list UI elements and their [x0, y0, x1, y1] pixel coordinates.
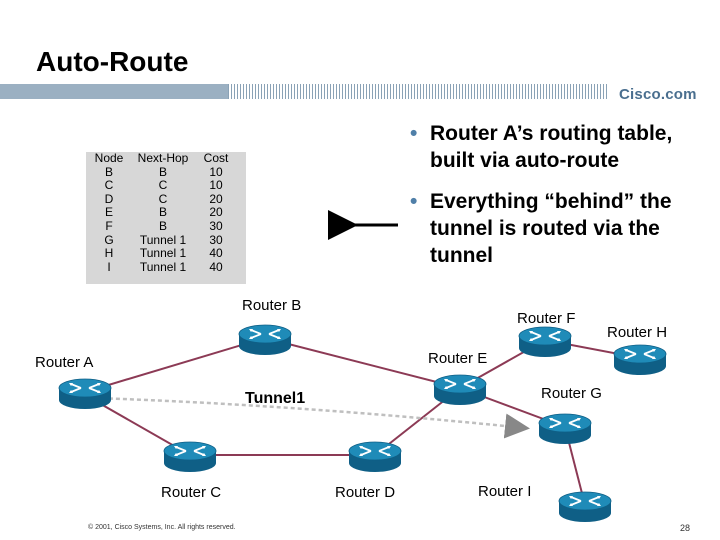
bullet-item: • Router A’s routing table, built via au…	[410, 120, 710, 174]
router-c-icon[interactable]	[163, 441, 217, 473]
tunnel-label: Tunnel1	[245, 390, 306, 407]
link-b-e	[264, 337, 461, 389]
router-g-icon[interactable]	[538, 413, 592, 445]
routing-table-header: Node	[94, 151, 124, 165]
table-cell: F	[105, 218, 113, 233]
table-cell: Tunnel 1	[139, 246, 187, 261]
table-cell: E	[104, 205, 113, 220]
page-number: 28	[680, 523, 691, 533]
table-cell: C	[158, 178, 168, 193]
table-cell: B	[104, 164, 113, 179]
router-h-label: Router H	[607, 324, 668, 341]
table-cell: 10	[209, 178, 223, 193]
bullet-text: Everything “behind” the tunnel is routed…	[430, 190, 672, 267]
router-e-label: Router E	[428, 350, 488, 367]
bullet-list: • Router A’s routing table, built via au…	[410, 120, 710, 269]
title-band-pattern	[228, 84, 608, 99]
table-cell: 10	[209, 164, 223, 179]
table-cell: 40	[209, 259, 223, 274]
cisco-logo: Cisco.com	[619, 86, 697, 103]
tunnel-path	[94, 396, 530, 439]
table-cell: I	[107, 259, 111, 274]
table-cell: 30	[209, 218, 223, 233]
router-a-icon[interactable]	[58, 378, 112, 410]
bullet-dot-icon: •	[410, 122, 418, 145]
table-cell: Tunnel 1	[139, 232, 187, 247]
router-h-icon[interactable]	[613, 344, 667, 376]
router-f-label: Router F	[517, 310, 576, 327]
copyright-footer: © 2001, Cisco Systems, Inc. All rights r…	[88, 524, 236, 531]
table-cell: B	[158, 164, 167, 179]
routing-table-header: Next-Hop	[137, 151, 189, 165]
router-c-label: Router C	[161, 484, 222, 501]
table-cell: 30	[209, 232, 223, 247]
router-i-label: Router I	[478, 483, 532, 500]
bullet-dot-icon: •	[410, 190, 418, 213]
table-cell: C	[158, 191, 168, 206]
routing-table-header: Cost	[203, 151, 229, 165]
table-cell: D	[104, 191, 114, 206]
table-cell: 20	[209, 205, 223, 220]
table-cell: C	[104, 178, 114, 193]
bullet-text: Router A’s routing table, built via auto…	[430, 122, 673, 172]
table-cell: Tunnel 1	[139, 259, 187, 274]
bullet-item: • Everything “behind” the tunnel is rout…	[410, 188, 710, 269]
router-f-icon[interactable]	[518, 326, 572, 358]
table-cell: 20	[209, 191, 223, 206]
routing-table-col-nexthop: Next-Hop B C C B B Tunnel 1 Tunnel 1 Tun…	[132, 151, 194, 274]
table-cell: B	[158, 218, 167, 233]
router-g-label: Router G	[541, 385, 602, 402]
router-b-label: Router B	[242, 297, 302, 314]
router-d-label: Router D	[335, 484, 396, 501]
table-cell: B	[158, 205, 167, 220]
router-i-icon[interactable]	[558, 491, 612, 523]
table-cell: H	[104, 246, 114, 261]
router-b-icon[interactable]	[238, 324, 292, 356]
table-cell: G	[104, 232, 114, 247]
slide-title: Auto-Route	[36, 46, 189, 77]
link-a-b	[84, 337, 266, 393]
routing-table-col-node: Node B C D E F G H I	[89, 151, 129, 274]
table-cell: 40	[209, 246, 223, 261]
routing-table-col-cost: Cost 10 10 20 20 30 30 40 40	[198, 151, 234, 274]
router-e-icon[interactable]	[433, 374, 487, 406]
router-d-icon[interactable]	[348, 441, 402, 473]
router-a-label: Router A	[35, 354, 94, 371]
routing-table	[86, 152, 246, 284]
title-band	[0, 84, 228, 99]
